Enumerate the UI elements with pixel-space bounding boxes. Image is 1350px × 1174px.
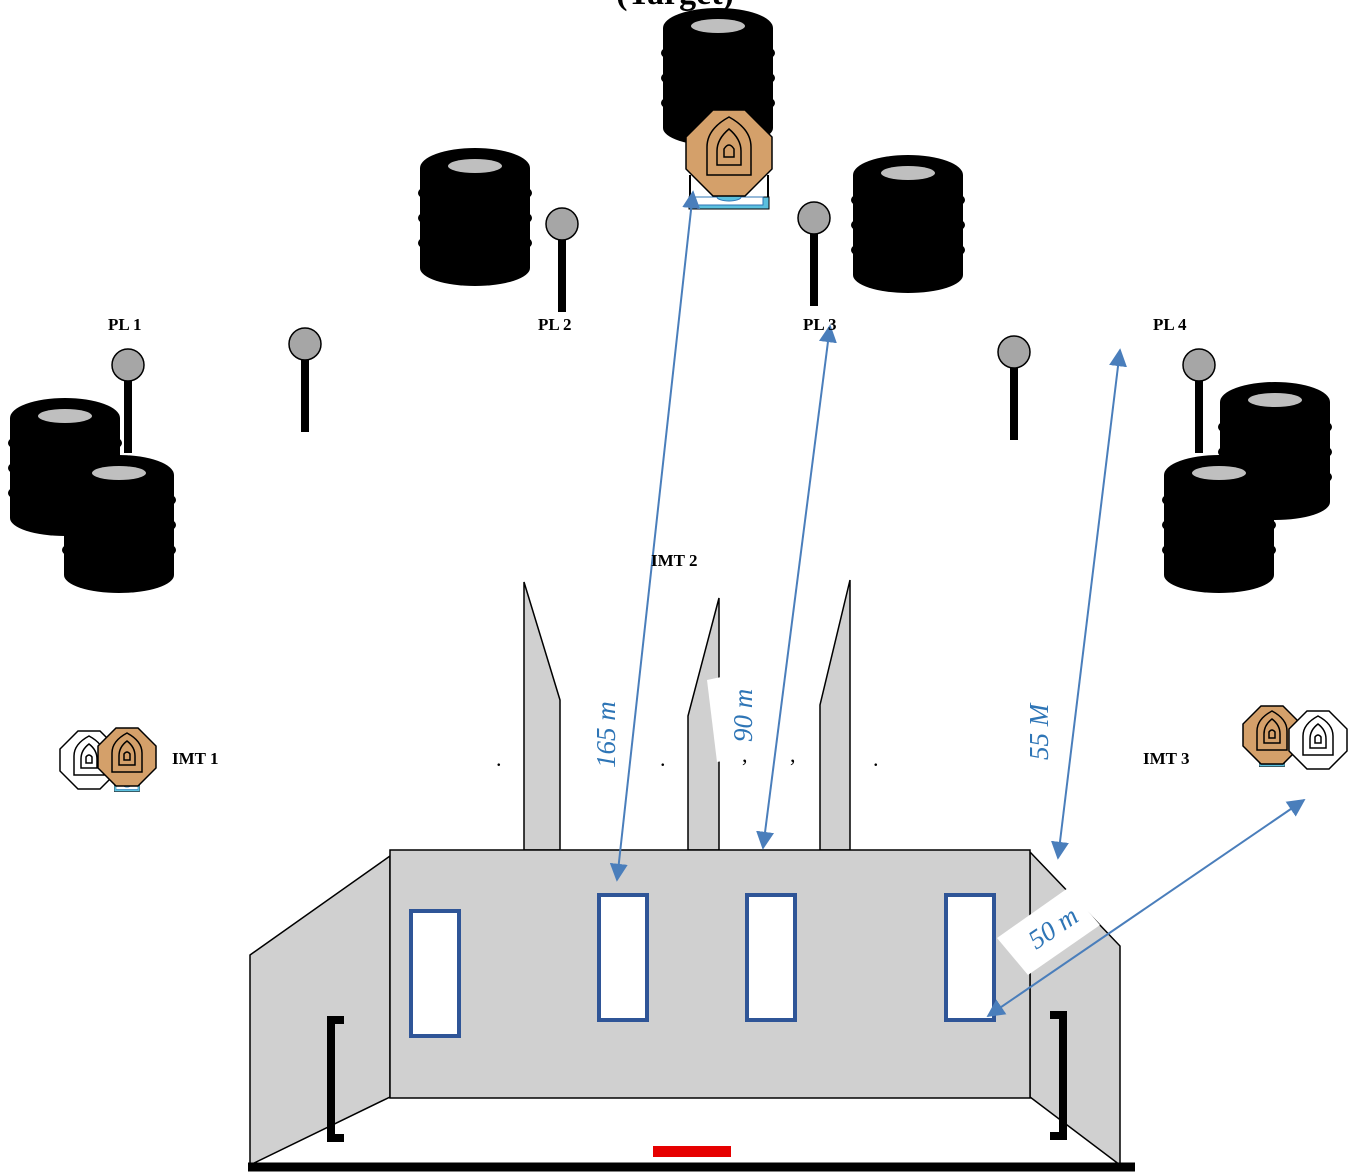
window-port [409, 909, 461, 1038]
ipsc-target-icon [97, 727, 157, 787]
dot-mark: , [790, 742, 796, 767]
distance-label-165: 165 m [591, 701, 621, 768]
popper-icon [288, 327, 322, 433]
wall-fin-3 [819, 579, 851, 851]
popper-icon [545, 207, 579, 313]
imt3-targets [1242, 705, 1348, 770]
popper-icon [1182, 348, 1216, 454]
left-side-wall [249, 854, 391, 1167]
tire-stack-icon [1162, 455, 1276, 593]
label-pl3: PL 3 [803, 315, 837, 334]
no-shoot-target-icon [1288, 710, 1348, 770]
wall-fin-1 [523, 581, 561, 851]
distance-arrow-55 [1051, 348, 1127, 860]
distance-arrow-50 [986, 798, 1306, 1018]
label-imt3: IMT 3 [1143, 749, 1189, 768]
dot-mark: , [742, 742, 748, 767]
label-imt2: IMT 2 [651, 551, 697, 570]
barricade-wall [389, 849, 1031, 1099]
dot-mark: . [496, 746, 502, 771]
distance-label-90: 90 m [728, 689, 758, 742]
label-imt1: IMT 1 [172, 749, 218, 768]
label-patch-90 [707, 672, 755, 762]
tire-stack-icon [62, 455, 176, 593]
label-pl1: PL 1 [108, 315, 142, 334]
ipsc-target-icon [685, 109, 773, 210]
window-port [597, 893, 649, 1022]
imt1-targets [59, 727, 157, 792]
distance-label-55: 55 M [1024, 702, 1054, 760]
popper-icon [797, 201, 831, 307]
tire-stack-icon [418, 148, 532, 286]
window-port [745, 893, 797, 1022]
tire-stack-icon [851, 155, 965, 293]
left-bracket [327, 1016, 344, 1142]
label-pl2: PL 2 [538, 315, 572, 334]
fault-line-marker [653, 1146, 731, 1157]
dot-mark: . [660, 746, 666, 771]
distance-arrow-165 [609, 190, 701, 882]
popper-icon [997, 335, 1031, 441]
distance-arrow-90 [756, 324, 837, 850]
label-pl4: PL 4 [1153, 315, 1187, 334]
window-port [944, 893, 996, 1022]
label-patch-50 [997, 888, 1100, 975]
dot-mark: . [873, 746, 879, 771]
